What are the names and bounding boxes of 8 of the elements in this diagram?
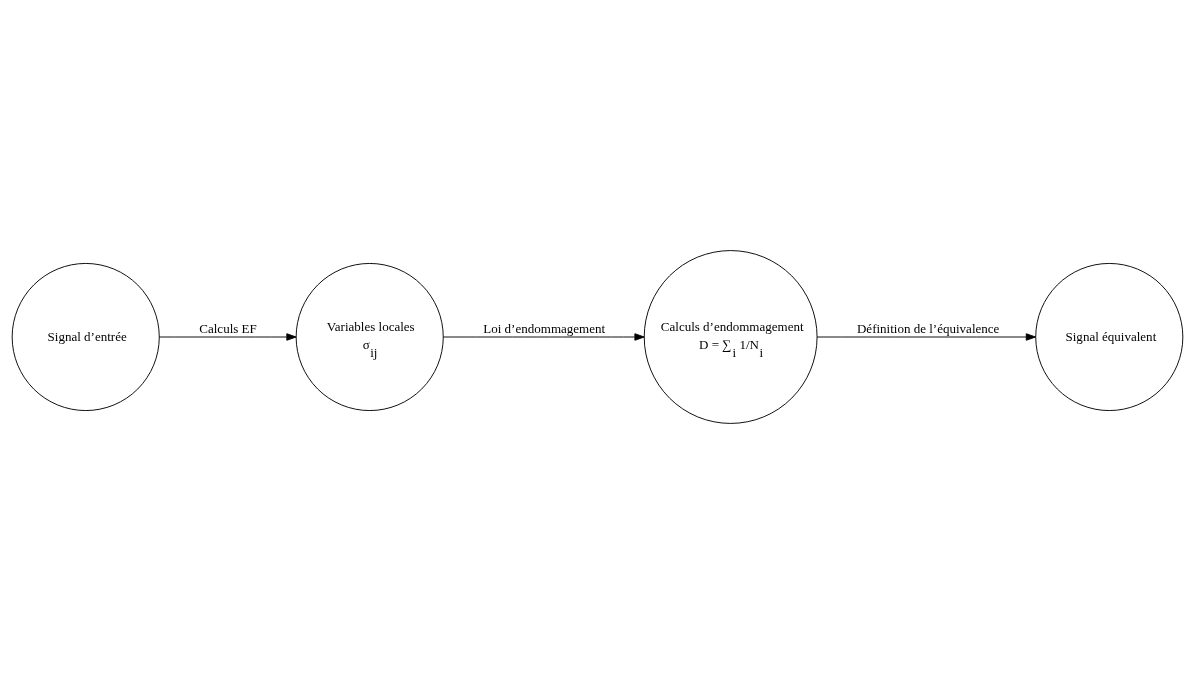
edge-label: Loi d’endommagement bbox=[483, 320, 606, 336]
edge-label: Calculs EF bbox=[199, 320, 257, 336]
node-circle: Signal d’entrée bbox=[11, 262, 160, 411]
edge-label: Définition de l’équivalence bbox=[856, 320, 1000, 336]
arrow bbox=[442, 332, 645, 341]
arrow bbox=[158, 332, 297, 341]
arrow bbox=[816, 332, 1037, 341]
node-circle: Signal équivalent bbox=[1035, 262, 1184, 411]
